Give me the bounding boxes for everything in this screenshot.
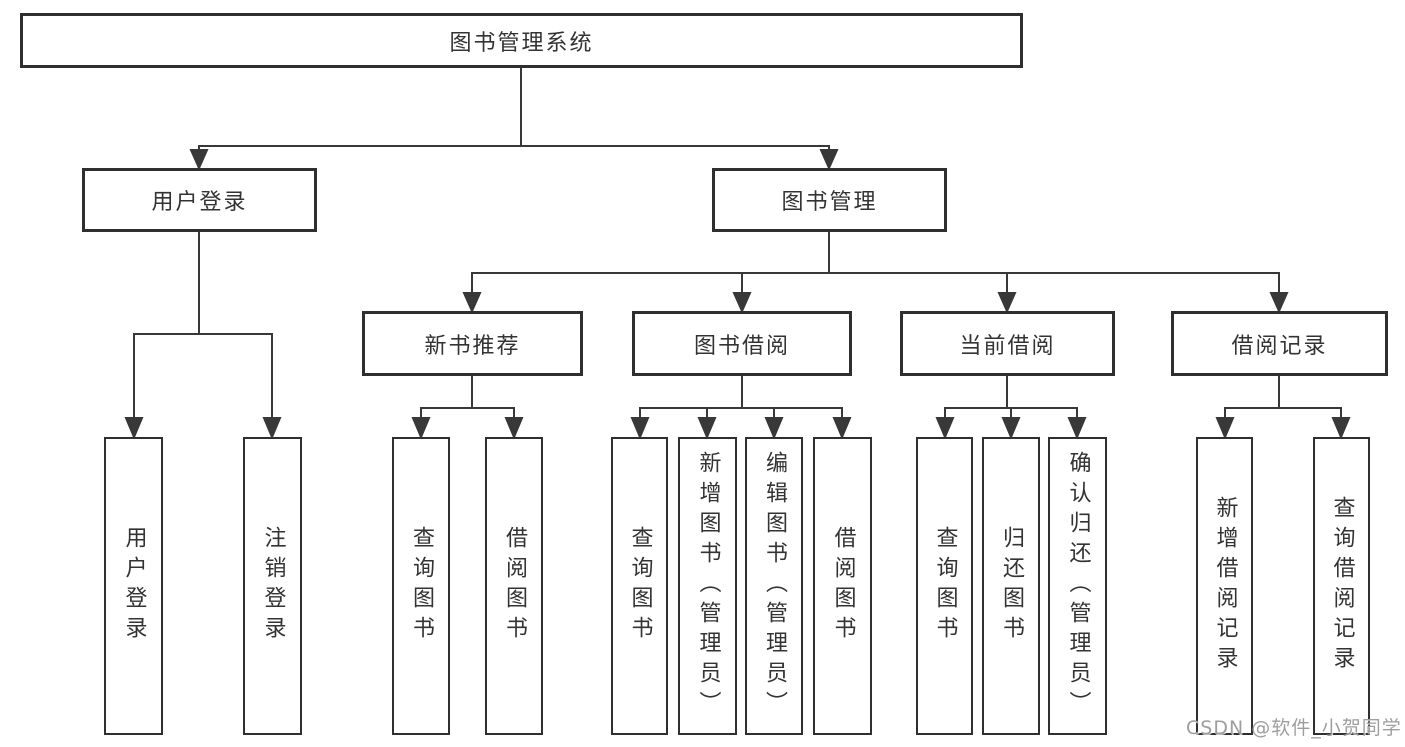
node-book-management: 图书管理 [712, 168, 947, 232]
leaf-query-borrow-record: 查询借阅记录 [1313, 437, 1370, 735]
node-borrowing-records: 借阅记录 [1171, 311, 1388, 376]
node-user-login-branch: 用户登录 [82, 168, 317, 232]
leaf-query-books-current: 查询图书 [916, 437, 973, 735]
leaf-borrow-books-recommend: 借阅图书 [485, 437, 543, 735]
node-current-borrowing: 当前借阅 [900, 311, 1115, 376]
node-book-borrowing: 图书借阅 [632, 311, 852, 376]
leaf-add-book-admin: 新增图书（管理员） [678, 437, 737, 735]
leaf-confirm-return-admin: 确认归还（管理员） [1048, 437, 1107, 735]
leaf-logout: 注销登录 [243, 437, 302, 735]
leaf-user-login: 用户登录 [104, 437, 163, 735]
csdn-watermark: CSDN @软件_小贺同学 [1186, 717, 1402, 739]
leaf-borrow-books: 借阅图书 [813, 437, 872, 735]
leaf-edit-book-admin: 编辑图书（管理员） [745, 437, 803, 735]
leaf-return-book: 归还图书 [982, 437, 1040, 735]
leaf-add-borrow-record: 新增借阅记录 [1196, 437, 1253, 735]
leaf-query-books-borrow: 查询图书 [611, 437, 668, 735]
node-new-book-recommend: 新书推荐 [362, 311, 583, 376]
node-library-system: 图书管理系统 [20, 13, 1023, 68]
leaf-query-books-recommend: 查询图书 [392, 437, 450, 735]
